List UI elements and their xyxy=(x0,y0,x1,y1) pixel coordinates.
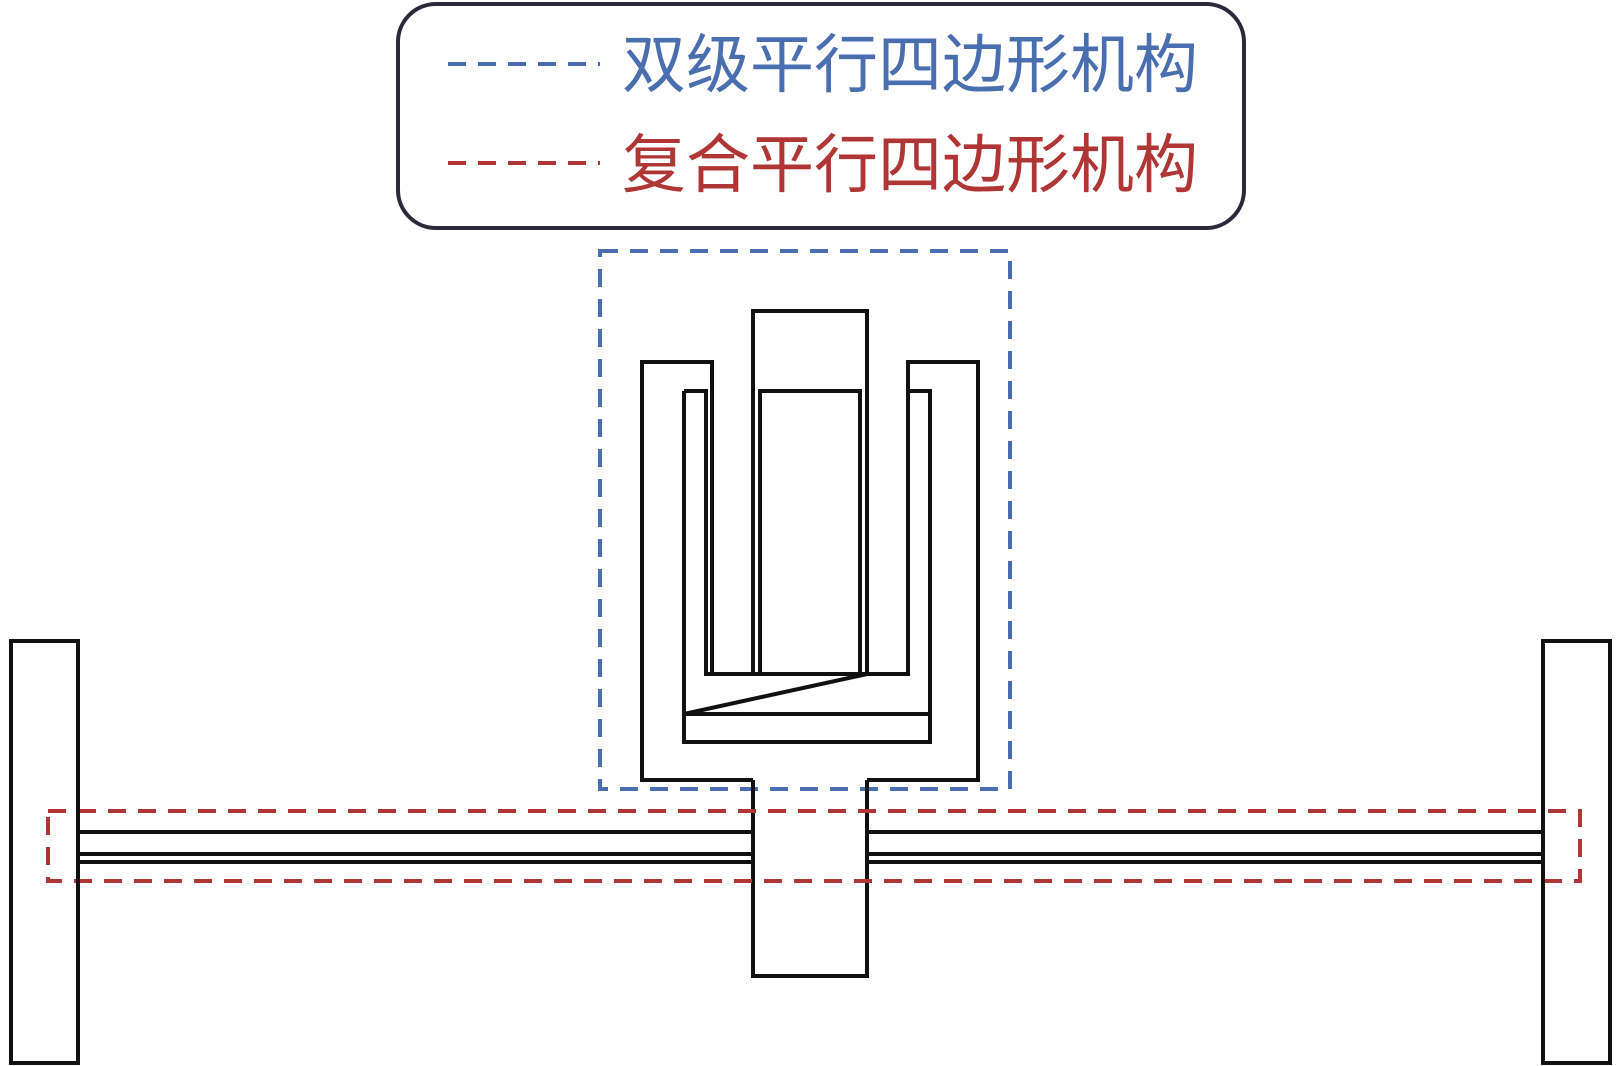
right-flexure-beam-upper xyxy=(865,830,1545,856)
compound-parallelogram-region xyxy=(46,809,1582,883)
double-parallelogram-region xyxy=(598,249,1012,791)
inner-u-flexure xyxy=(683,389,932,716)
left-fixed-base xyxy=(9,639,80,1065)
left-flexure-beam-lower xyxy=(76,852,755,864)
legend: 双级平行四边形机构 复合平行四边形机构 xyxy=(396,2,1246,230)
legend-label-compound-parallelogram: 复合平行四边形机构 xyxy=(622,129,1198,203)
legend-label-double-parallelogram: 双级平行四边形机构 xyxy=(622,29,1198,103)
legend-frame xyxy=(396,2,1246,230)
right-flexure-beam-lower xyxy=(865,852,1545,864)
outer-u-bottom-inner xyxy=(682,391,932,744)
central-upper-bar xyxy=(751,309,869,676)
outer-u-flexure-right xyxy=(867,360,980,782)
central-stage xyxy=(751,780,869,978)
outer-u-flexure xyxy=(640,360,753,782)
right-fixed-base xyxy=(1541,639,1612,1065)
central-inner-bar xyxy=(758,389,862,676)
left-flexure-beam-upper xyxy=(76,830,755,856)
